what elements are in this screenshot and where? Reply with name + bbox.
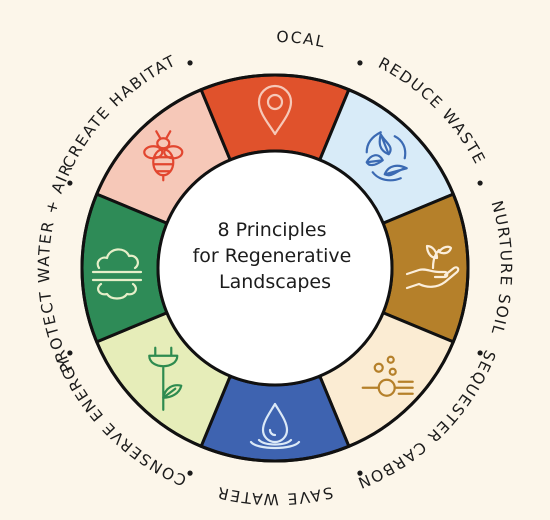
center-circle [156, 149, 394, 387]
hand-sprout-icon [405, 244, 460, 290]
separator-dot [187, 60, 193, 66]
separator-dot [357, 470, 363, 476]
label-save-water: SAVE WATER [215, 483, 335, 508]
center-title-line-3: Landscapes [219, 271, 331, 293]
separator-dot [67, 350, 73, 356]
separator-dot [477, 350, 483, 356]
cloud-icon [91, 248, 143, 300]
label-act-local: ACT LOCAL [0, 0, 327, 51]
plug-sprout-icon [148, 346, 183, 411]
label-protect-water-air: PROTECT WATER + AIR [35, 160, 77, 375]
separator-dot [187, 470, 193, 476]
label-nurture-soil: NURTURE SOIL [487, 199, 515, 338]
bee-icon [143, 130, 184, 182]
water-drop-icon [249, 402, 301, 450]
map-pin-icon [257, 84, 293, 136]
center-title-line-1: 8 Principles [217, 219, 326, 241]
center-title: 8 Principles for Regenerative Landscapes [193, 219, 358, 293]
separator-dot [357, 60, 363, 66]
carbon-icon [361, 355, 414, 397]
separator-dot [67, 180, 73, 186]
principle-icons [91, 84, 460, 450]
recycle-leaf-icon [365, 131, 408, 182]
center-title-line-2: for Regenerative [193, 245, 352, 267]
wheel-outer-border [80, 73, 470, 463]
separator-dot [477, 180, 483, 186]
label-separator-dots [67, 60, 483, 476]
